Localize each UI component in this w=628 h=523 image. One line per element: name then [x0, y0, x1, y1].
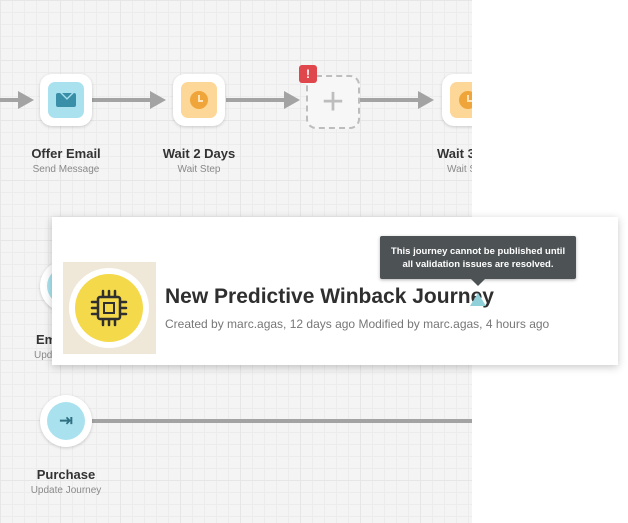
- connector-line: [0, 98, 20, 102]
- wait-3-subtitle: Wait S: [447, 164, 472, 175]
- offer-email-node[interactable]: [40, 74, 92, 126]
- cpu-chip-icon: [90, 289, 128, 327]
- connector-arrow: [418, 91, 434, 109]
- thumbnail-circle-fill: [75, 274, 143, 342]
- wait-2-days-title: Wait 2 Days: [162, 146, 236, 161]
- empty-step-placeholder[interactable]: +: [306, 75, 360, 129]
- plus-icon: +: [321, 81, 345, 123]
- node-icon-bg: [181, 82, 217, 118]
- offer-email-subtitle: Send Message: [32, 164, 100, 175]
- connector-arrow: [150, 91, 166, 109]
- email-update-subtitle: Upda: [34, 350, 58, 361]
- enter-icon: ⇥: [47, 402, 85, 440]
- connector-line: [92, 98, 152, 102]
- journey-title: New Predictive Winback Journey: [165, 285, 494, 308]
- wait-2-days-node[interactable]: [173, 74, 225, 126]
- purchase-subtitle: Update Journey: [30, 485, 102, 496]
- offer-email-title: Offer Email: [31, 146, 101, 161]
- connector-line: [226, 98, 286, 102]
- thumbnail-circle: [69, 268, 149, 348]
- email-update-title: Em: [36, 332, 57, 347]
- purchase-node[interactable]: ⇥: [40, 395, 92, 447]
- wait-3-title: Wait 3: [437, 146, 472, 161]
- journey-meta: Created by marc.agas, 12 days ago Modifi…: [165, 317, 550, 331]
- envelope-icon: [56, 93, 76, 107]
- validation-alert-badge[interactable]: !: [299, 65, 317, 83]
- connector-arrow: [18, 91, 34, 109]
- node-icon-bg: [48, 82, 84, 118]
- connector-line: [92, 419, 472, 423]
- tooltip-line-2: all validation issues are resolved.: [402, 259, 554, 270]
- clock-icon: [459, 91, 472, 109]
- purchase-title: Purchase: [36, 467, 96, 482]
- validation-tooltip: This journey cannot be published until a…: [380, 236, 576, 286]
- connector-arrow: [284, 91, 300, 109]
- clock-icon: [190, 91, 208, 109]
- journey-thumbnail: [63, 262, 156, 354]
- connector-line: [360, 98, 420, 102]
- wait-2-days-subtitle: Wait Step: [177, 164, 221, 175]
- tooltip-line-1: This journey cannot be published until: [390, 246, 566, 257]
- wait-3-node[interactable]: [442, 74, 472, 126]
- warning-triangle-icon[interactable]: [470, 293, 486, 306]
- node-icon-bg: [450, 82, 472, 118]
